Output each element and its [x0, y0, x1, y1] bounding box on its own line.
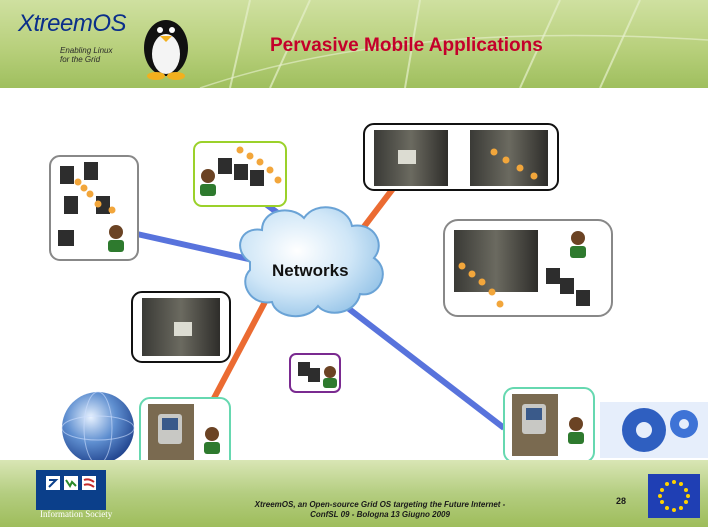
- logo-tagline-line-2: for the Grid: [60, 55, 101, 64]
- link-left-cluster: [127, 229, 263, 265]
- tux-penguin-icon: [144, 20, 188, 80]
- link-mobile-right: [338, 299, 506, 431]
- header-decoration: [199, 0, 708, 88]
- ist-logo: [36, 470, 106, 510]
- cloud-label: Networks: [272, 261, 349, 280]
- page-title: Pervasive Mobile Applications: [270, 35, 543, 56]
- header-band: [0, 0, 708, 88]
- mobile-box-left: [139, 397, 231, 471]
- logo-text: XtreemOS: [18, 10, 127, 37]
- gears-icon: [600, 402, 708, 458]
- cluster-box-right: [443, 219, 613, 317]
- logo-tagline-line-1: Enabling Linux: [60, 46, 113, 55]
- footer-line-2: ConfSL 09 - Bologna 13 Giugno 2009: [310, 510, 450, 519]
- server-box-left: [131, 291, 231, 363]
- cluster-box-left: [49, 155, 139, 261]
- globe-icon: [61, 391, 135, 465]
- footer-band: [0, 460, 708, 527]
- cluster-box-purple: [289, 353, 341, 393]
- xtreemos-logo: XtreemOS Enabling Linux for the Grid: [14, 8, 136, 72]
- ist-label: Information Society: [40, 509, 113, 519]
- cluster-box-green: [193, 141, 287, 207]
- logo-tagline: Enabling Linux for the Grid: [60, 46, 112, 64]
- page-number: 28: [616, 496, 627, 506]
- network-cloud: [239, 206, 384, 318]
- mobile-box-right: [503, 387, 595, 463]
- footer-line-1: XtreemOS, an Open-source Grid OS targeti…: [254, 500, 506, 509]
- link-mobile-left: [209, 298, 269, 404]
- footer-caption: XtreemOS, an Open-source Grid OS targeti…: [230, 500, 530, 520]
- eu-flag-icon: [648, 474, 700, 518]
- server-box-top: [363, 123, 559, 191]
